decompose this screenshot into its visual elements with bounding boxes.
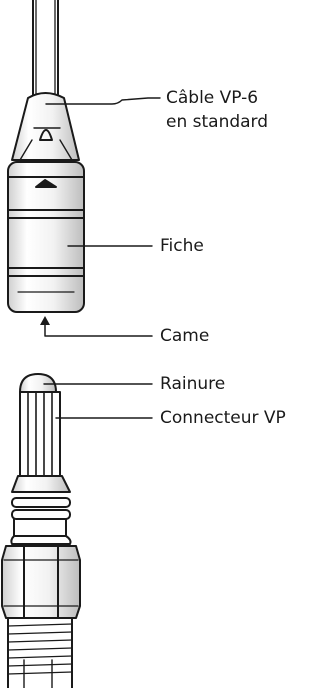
label-cam: Came: [160, 326, 210, 346]
label-cable-line1: Câble VP-6: [166, 88, 259, 108]
label-connector: Connecteur VP: [160, 408, 286, 428]
label-cable: Câble VP-6 en standard: [166, 86, 268, 134]
label-plug: Fiche: [160, 236, 204, 256]
leader-lines: [43, 97, 161, 419]
cam-arrow: [40, 316, 153, 337]
label-groove: Rainure: [160, 374, 226, 394]
cable-boot: [11, 92, 80, 161]
plug: [7, 161, 85, 313]
label-cable-line2: en standard: [166, 112, 269, 132]
vp-connector: [1, 373, 81, 688]
